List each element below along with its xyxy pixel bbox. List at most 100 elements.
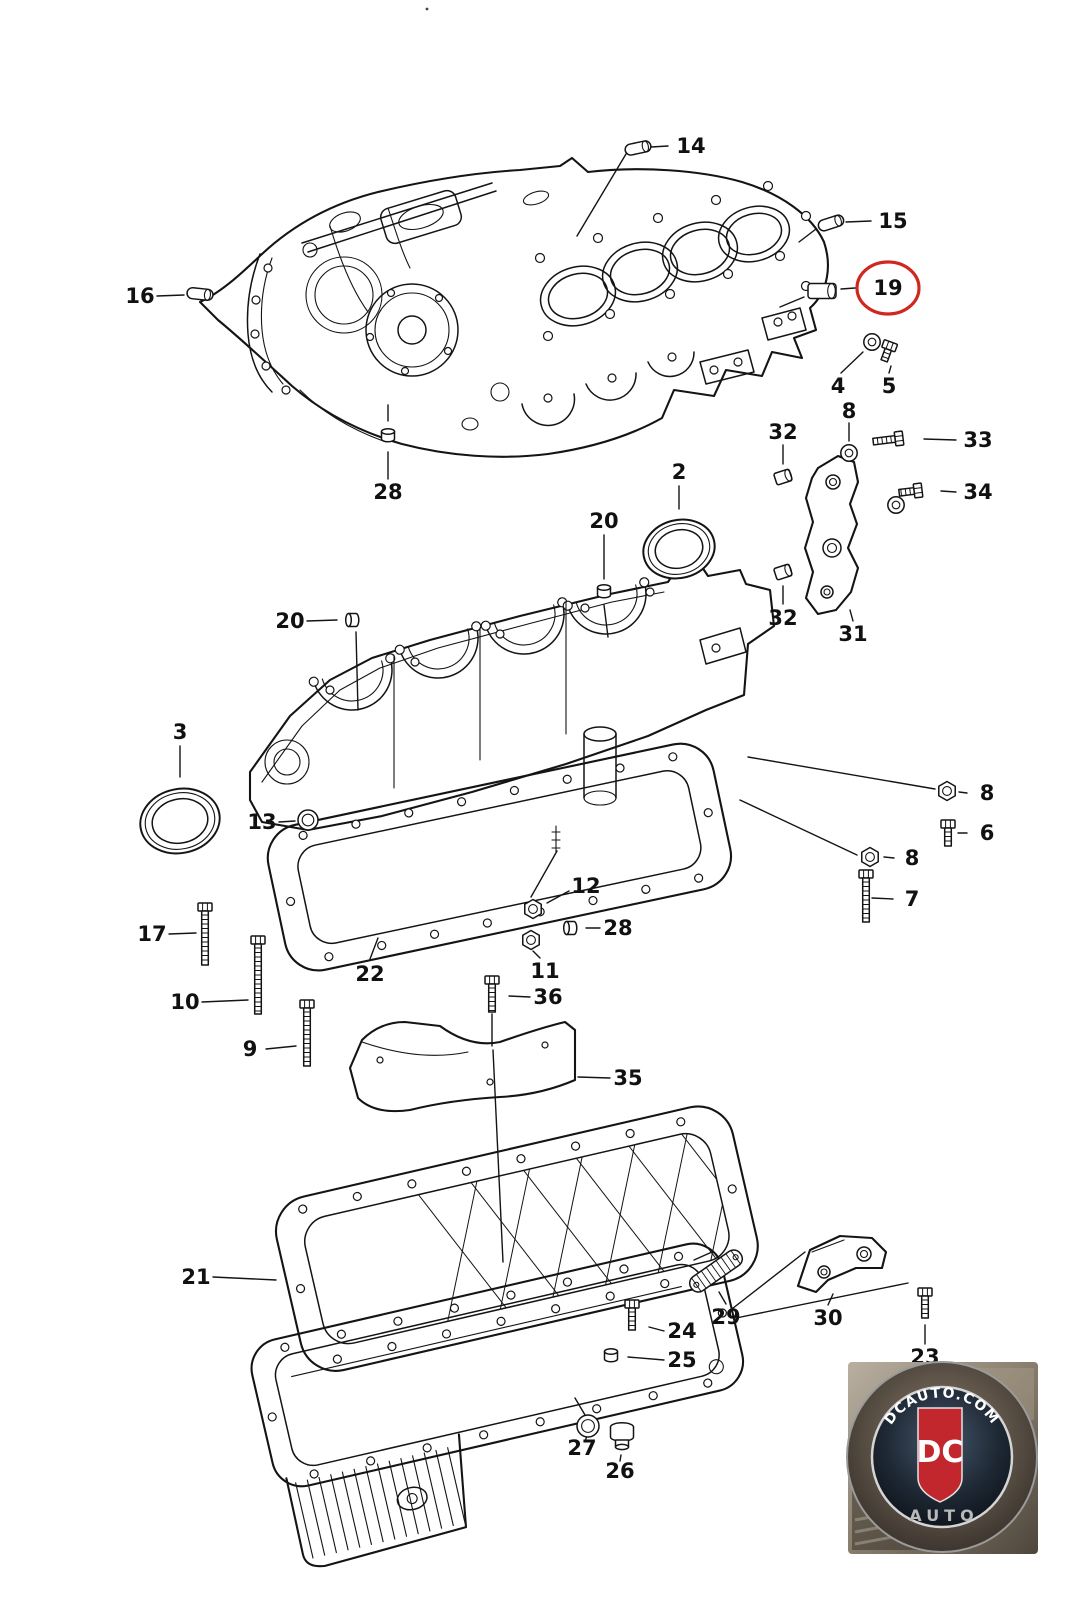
callout-20: 20	[275, 609, 360, 711]
callout-27: 27	[567, 1414, 600, 1460]
longbolt-icon	[250, 935, 266, 1015]
leader-line	[355, 631, 359, 711]
boltv-icon	[917, 1287, 933, 1319]
boltv-icon	[484, 975, 500, 1013]
pump-bolt-holes	[365, 288, 453, 376]
chain-icon	[688, 1249, 744, 1293]
part-number-36: 36	[533, 985, 562, 1009]
part-number-3: 3	[173, 720, 188, 744]
callout-36: 36	[484, 975, 563, 1047]
leader-line	[840, 351, 864, 374]
part-number-8: 8	[905, 846, 920, 870]
connector-line	[727, 1251, 806, 1313]
leader-line	[576, 153, 627, 237]
longbolt-icon	[858, 869, 874, 923]
callout-10: 10	[170, 935, 266, 1015]
callout-8: 8	[747, 756, 995, 805]
flange-bolt-holes	[250, 263, 291, 395]
part-number-8: 8	[842, 399, 857, 423]
washer-icon	[887, 496, 905, 514]
boltv-icon	[624, 1299, 640, 1331]
washer-icon	[863, 333, 881, 351]
logo-word: AUTO	[909, 1506, 978, 1525]
callout-34: 34	[898, 480, 993, 504]
chain-cover-plate-drawing	[803, 454, 860, 616]
callout-3: 3	[139, 720, 221, 855]
leader-line	[619, 1454, 622, 1462]
callout-14: 14	[576, 134, 706, 237]
callout-7: 7	[858, 869, 919, 923]
cap-icon	[596, 583, 612, 599]
leader-line	[849, 609, 854, 622]
callout-26: 26	[605, 1422, 635, 1483]
nut-icon	[524, 898, 542, 920]
windage-tray-lattice	[418, 1128, 735, 1322]
part-number-20: 20	[589, 509, 618, 533]
leader-line	[840, 287, 856, 290]
leader-line	[306, 619, 338, 622]
seal-icon	[139, 787, 221, 855]
ring-icon	[576, 1414, 600, 1438]
callout-31: 31	[838, 609, 868, 646]
part-number-11: 11	[530, 959, 559, 983]
leader-line	[577, 1076, 611, 1079]
hardware-icons	[887, 496, 905, 514]
callout-5: 5	[880, 339, 899, 398]
callout-24: 24	[624, 1299, 697, 1343]
rim-bolt-holes	[325, 587, 721, 695]
callout-21: 21	[181, 1265, 277, 1289]
part-number-34: 34	[963, 480, 992, 504]
cap-icon	[344, 612, 360, 628]
pin-icon	[624, 140, 652, 156]
part-number-16: 16	[125, 284, 154, 308]
callout-33: 33	[872, 428, 993, 452]
leader-line	[627, 1356, 665, 1361]
callout-28: 28	[562, 916, 633, 940]
leader-line	[532, 950, 541, 959]
leader-line	[888, 365, 892, 374]
leader-line	[827, 1293, 834, 1306]
leader-line	[650, 145, 669, 148]
leader-line	[530, 850, 558, 898]
bushing-icon	[773, 563, 793, 581]
connector-line	[735, 1282, 909, 1319]
sump-gasket-drawing	[266, 742, 733, 972]
part-number-27: 27	[567, 1436, 596, 1460]
connector-line	[492, 1049, 504, 1263]
cap-icon	[380, 427, 396, 443]
callout-8: 8	[840, 399, 858, 462]
highlight-circle	[855, 260, 921, 316]
part-number-28: 28	[603, 916, 632, 940]
part-number-21: 21	[181, 1265, 210, 1289]
leader-line	[871, 897, 894, 900]
leader-line	[718, 1291, 727, 1305]
gasket-bolt-holes	[285, 752, 713, 962]
scan-speck	[425, 7, 429, 11]
leader-line	[923, 438, 957, 441]
part-number-4: 4	[831, 374, 846, 398]
lower-crankcase-drawing	[248, 562, 776, 853]
leader-line	[369, 937, 379, 960]
leader-line	[648, 1326, 665, 1332]
callout-8: 8	[739, 799, 920, 870]
part-number-8: 8	[980, 781, 995, 805]
upper-crankcase-drawing	[198, 156, 829, 458]
baffle-plate-drawing	[348, 1020, 577, 1113]
part-number-29: 29	[711, 1305, 740, 1329]
boltv-icon	[940, 819, 956, 847]
oil-pan-drawing	[250, 1242, 745, 1568]
callout-30: 30	[813, 1293, 843, 1330]
leader-line	[265, 1045, 297, 1050]
callout-29: 29	[688, 1249, 744, 1329]
part-number-13: 13	[247, 810, 276, 834]
connector-line	[693, 1251, 713, 1261]
leader-line	[603, 604, 609, 638]
leader-line	[958, 791, 968, 794]
nut-icon	[938, 780, 956, 802]
part-number-2: 2	[672, 460, 687, 484]
part-number-31: 31	[838, 622, 867, 646]
leader-line	[546, 890, 570, 904]
part-number-6: 6	[980, 821, 995, 845]
